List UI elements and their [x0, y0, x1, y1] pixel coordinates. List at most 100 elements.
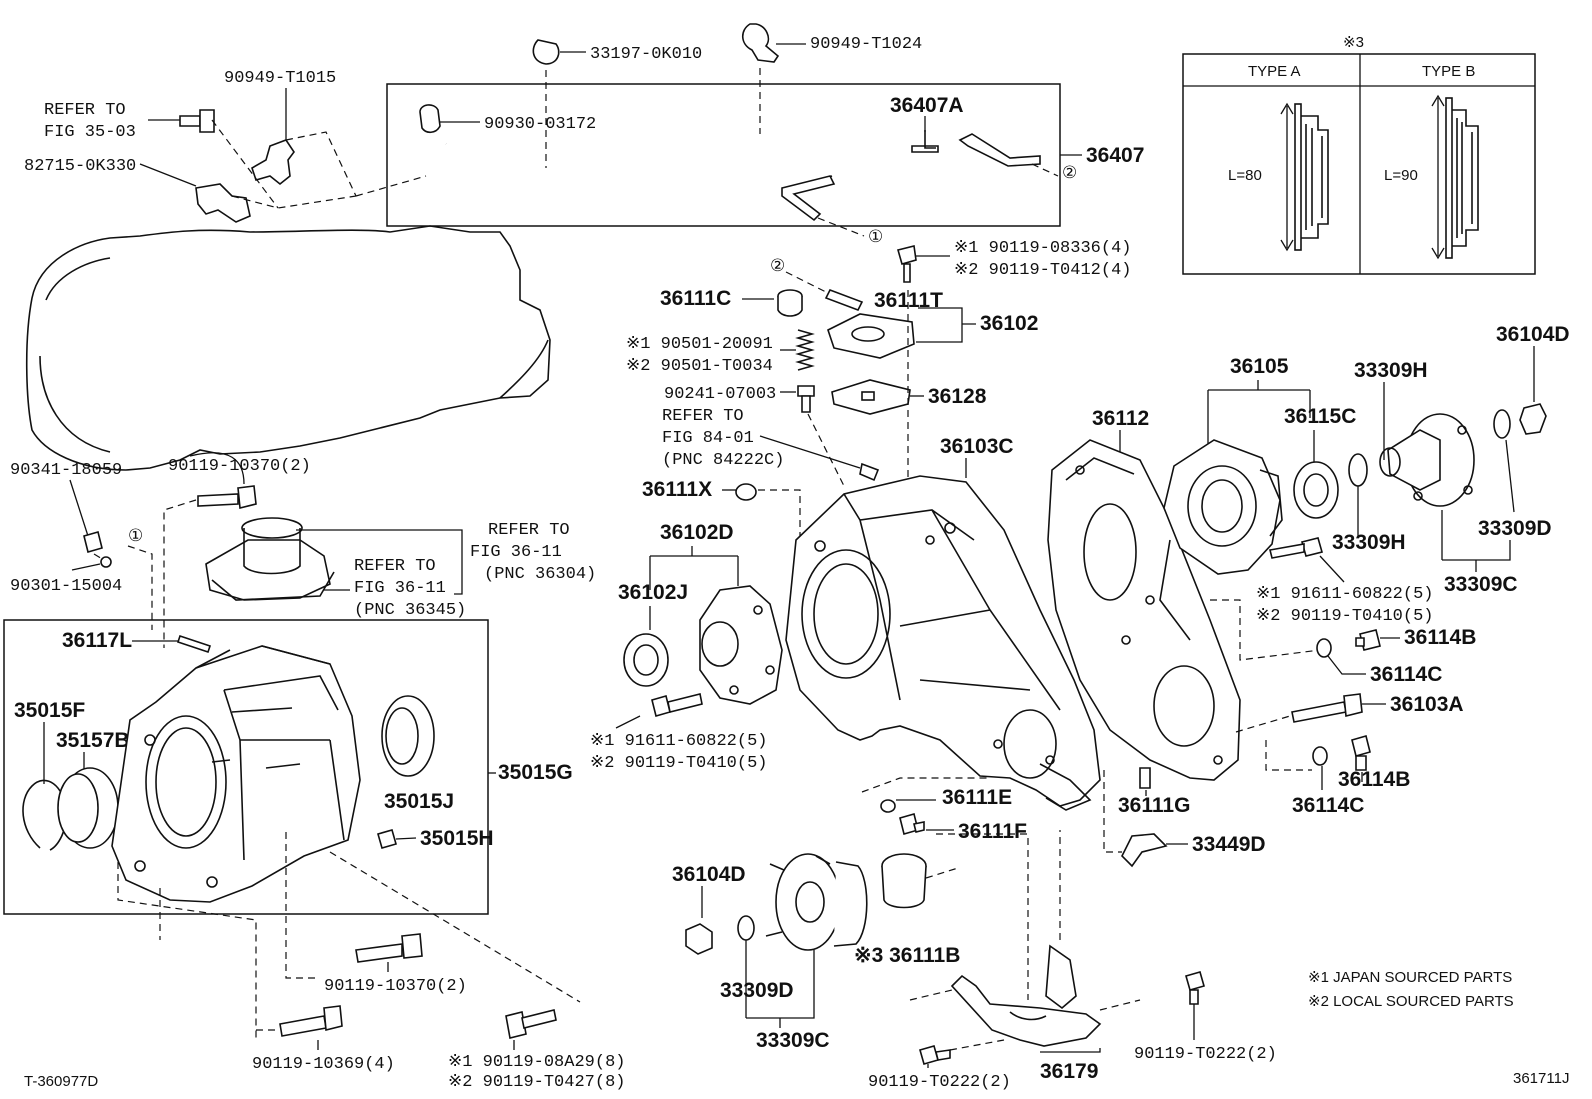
type-b-seal-drawing [1431, 94, 1479, 260]
spring-90501 [795, 329, 815, 371]
pin-36111G [1139, 767, 1151, 789]
mount-bracket-36179 [950, 944, 1102, 1047]
label-36111G: 36111G [1118, 794, 1190, 817]
label-36111B: ※3 36111B [854, 944, 960, 967]
washer-33309D-bottom [737, 915, 755, 941]
cover-36102 [827, 313, 915, 359]
label-36102: 36102 [980, 312, 1038, 335]
adapter-cover-drawing [205, 517, 335, 601]
label-36117L: 36117L [62, 629, 132, 652]
type-table-header: ※3 [1343, 34, 1364, 51]
label-36111F: 36111F [958, 820, 1027, 843]
label-36114B-bottom: 36114B [1338, 768, 1410, 791]
label-33449D: 33449D [1192, 833, 1266, 856]
bolt-90119-08336 [897, 245, 917, 283]
label-90119-10369: 90119-10369(4) [252, 1055, 395, 1074]
label-35015H: 35015H [420, 827, 494, 850]
breather-plug-36111T [824, 288, 864, 312]
ref-fig36a-line3: (PNC 36304) [484, 565, 596, 584]
label-36102J: 36102J [618, 581, 688, 604]
type-a-seal-drawing [1280, 102, 1329, 252]
extension-housing-35015G-drawing [111, 645, 361, 903]
label-90119-10370-bottom: 90119-10370(2) [324, 977, 467, 996]
label-36407A: 36407A [890, 94, 964, 117]
label-36111T: 36111T [874, 289, 943, 312]
label-36103C: 36103C [940, 435, 1014, 458]
gasket-36128 [831, 379, 911, 415]
label-33309C-bottom: 33309C [756, 1029, 830, 1052]
label-35015J: 35015J [384, 790, 454, 813]
pin-36117L [176, 634, 212, 654]
label-36114C-bottom: 36114C [1292, 794, 1364, 817]
transfer-case-36103C [785, 475, 1101, 811]
label-35015F: 35015F [14, 699, 85, 722]
label-90119-T0222-left: 90119-T0222(2) [868, 1073, 1011, 1092]
ref-fig36b-line3: (PNC 36345) [354, 601, 466, 620]
bolt-90119-08A29 [505, 1009, 557, 1039]
ref-fig36b-line1: REFER TO [354, 557, 436, 576]
bolt-36114B-top [1355, 629, 1381, 651]
label-36114B-top: 36114B [1404, 626, 1476, 649]
legend-note-2: ※2 LOCAL SOURCED PARTS [1308, 993, 1514, 1010]
ref-fig36b-line2: FIG 36-11 [354, 579, 446, 598]
type-a-length: L=80 [1228, 167, 1262, 184]
snap-ring-35015F [22, 779, 68, 851]
ref-fig36a-line2: FIG 36-11 [470, 543, 562, 562]
extension-housing-frame [3, 619, 489, 915]
nut-36104D-top [1519, 403, 1547, 435]
label-90501-T0034: ※2 90501-T0034 [626, 357, 773, 376]
circle-2-marker-hose: ② [1062, 165, 1077, 184]
bolt-90119-T0222-right [1185, 971, 1205, 1005]
label-36103A: 36103A [1390, 693, 1464, 716]
label-33309H-top: 33309H [1354, 359, 1428, 382]
label-90119-T0222-right: 90119-T0222(2) [1134, 1045, 1277, 1064]
ref-fig84-line3: (PNC 84222C) [662, 451, 784, 470]
label-36104D-bottom: 36104D [672, 863, 746, 886]
bolt-36103A [1291, 693, 1363, 723]
bolt-91611-60822-left [651, 693, 703, 717]
label-90119-08336: ※1 90119-08336(4) [954, 239, 1131, 258]
label-90949-T1024: 90949-T1024 [810, 35, 922, 54]
seal-36102J [623, 633, 669, 687]
seal-36111B [881, 853, 927, 909]
plug-36111X [735, 483, 757, 501]
seal-36115C [1293, 461, 1339, 519]
pin-90241-07003 [797, 385, 815, 413]
transmission-outline [25, 225, 551, 471]
label-90301-15004: 90301-15004 [10, 577, 122, 596]
flange-33309C-bottom [765, 853, 868, 951]
legend-note-1: ※1 JAPAN SOURCED PARTS [1308, 969, 1512, 986]
bolt-90119-10370-top [197, 485, 257, 510]
label-90119-T0412: ※2 90119-T0412(4) [954, 261, 1131, 280]
label-90501-20091: ※1 90501-20091 [626, 335, 773, 354]
cover-35157B [57, 767, 119, 849]
label-36111C: 36111C [660, 287, 731, 310]
label-91611-60822-left: ※1 91611-60822(5) [590, 732, 767, 751]
type-b-label: TYPE B [1422, 63, 1475, 80]
label-36105: 36105 [1230, 355, 1289, 378]
circle-1-marker-left: ① [128, 528, 143, 547]
washer-36114C-bottom [1312, 746, 1328, 766]
type-table-frame [1182, 53, 1536, 275]
label-90930-03172: 90930-03172 [484, 115, 596, 134]
label-90119-T0410-left: ※2 90119-T0410(5) [590, 754, 767, 773]
label-36102D: 36102D [660, 521, 734, 544]
hose-clamp-33197 [532, 39, 586, 168]
oring-33309H [1348, 453, 1368, 487]
label-35157B: 35157B [56, 729, 130, 752]
label-36115C: 36115C [1284, 405, 1356, 428]
ref-fig35-line1: REFER TO [44, 101, 126, 120]
plug-36111F [899, 813, 925, 835]
label-82715-0K330: 82715-0K330 [24, 157, 136, 176]
type-a-label: TYPE A [1248, 63, 1301, 80]
ref-fig35-line2: FIG 35-03 [44, 123, 136, 142]
circle-2-marker-center: ② [770, 258, 785, 277]
label-36104D-top: 36104D [1496, 323, 1570, 346]
label-36128: 36128 [928, 385, 987, 408]
bolt-fig35 [179, 109, 215, 133]
label-36111X: 36111X [642, 478, 712, 501]
ref-fig36a-line1: REFER TO [488, 521, 570, 540]
label-36114C-top: 36114C [1370, 663, 1442, 686]
type-b-length: L=90 [1384, 167, 1418, 184]
case-cover-36112 [1047, 439, 1241, 781]
